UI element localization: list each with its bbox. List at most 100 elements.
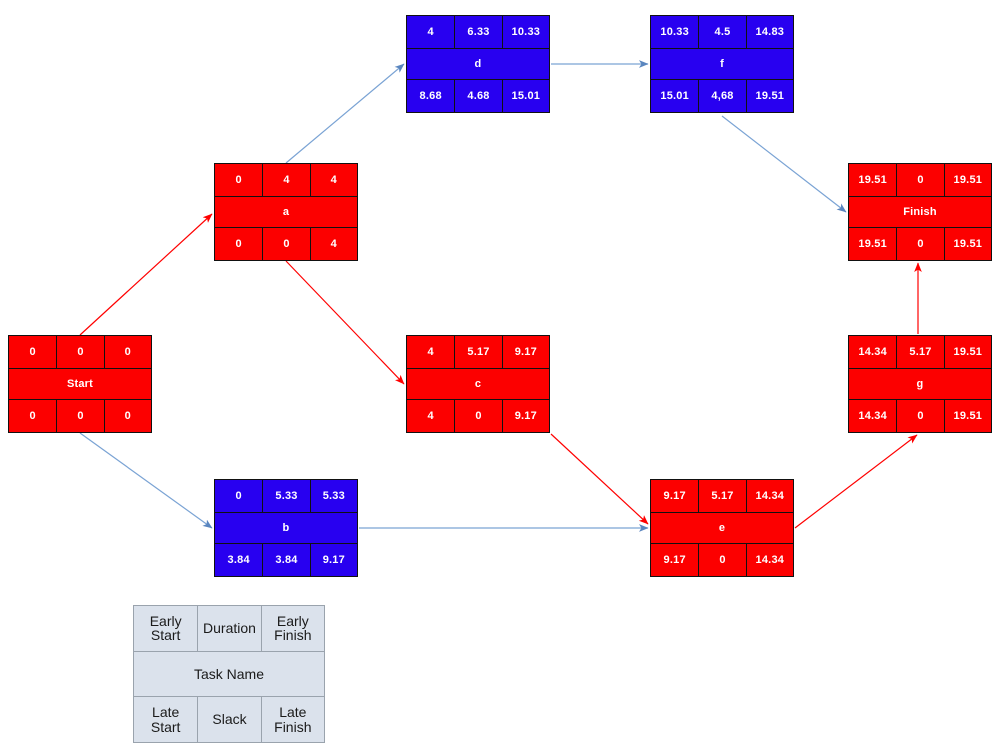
- late-finish-value: 19.51: [943, 228, 991, 260]
- duration-value: 4: [262, 164, 309, 196]
- early-start-value: 19.51: [858, 173, 887, 186]
- dependency-arrow-e-g: [794, 434, 918, 529]
- duration-value: 6.33: [454, 16, 501, 48]
- legend-row-bottom: Late Start Slack Late Finish: [134, 696, 324, 743]
- node-row-name: f: [651, 48, 793, 80]
- duration-value: 5.17: [454, 336, 501, 368]
- early-start-value: 4: [427, 345, 434, 358]
- late-start-value: 19.51: [858, 237, 887, 250]
- slack-value: 0: [454, 400, 501, 432]
- task-name-value: f: [720, 57, 724, 70]
- late-start-value: 14.34: [858, 409, 887, 422]
- late-finish-value: 19.51: [745, 80, 793, 112]
- slack-value: 0: [56, 400, 103, 432]
- node-row-name: b: [215, 512, 357, 544]
- dependency-arrow-a-c: [285, 260, 405, 385]
- early-finish-value: 5.33: [309, 480, 357, 512]
- task-name-value: Finish: [903, 205, 937, 218]
- late-finish-value: 9.17: [309, 544, 357, 576]
- duration-value: 0: [896, 164, 943, 196]
- early-start-value: 14.34: [858, 345, 887, 358]
- legend-row-middle: Task Name: [134, 650, 324, 697]
- slack-value: 0: [262, 228, 309, 260]
- early-start-value: 4: [427, 25, 434, 38]
- late-start-value: 0: [235, 237, 242, 250]
- legend-late-start: Late Start: [150, 703, 181, 735]
- early-finish-value: 14.34: [745, 480, 793, 512]
- duration-value: 0: [56, 336, 103, 368]
- late-start-value: 8.68: [419, 89, 442, 102]
- early-start-value: 0: [235, 173, 242, 186]
- late-finish-value: 9.17: [501, 400, 549, 432]
- late-finish-value: 4: [309, 228, 357, 260]
- late-start-value: 4: [427, 409, 434, 422]
- legend-slack: Slack: [197, 697, 260, 743]
- task-name-value: g: [916, 377, 924, 390]
- dependency-arrow-f-finish: [721, 115, 847, 213]
- duration-value: 5.17: [698, 480, 745, 512]
- slack-value: 0: [896, 228, 943, 260]
- legend-early-start: Early Start: [149, 612, 182, 644]
- duration-value: 5.33: [262, 480, 309, 512]
- slack-value: 0: [698, 544, 745, 576]
- late-finish-value: 14.34: [745, 544, 793, 576]
- task-name-value: c: [474, 377, 482, 390]
- node-row-name: a: [215, 196, 357, 228]
- early-start-value: 0: [29, 345, 36, 358]
- node-row-name: e: [651, 512, 793, 544]
- task-name-value: a: [282, 205, 290, 218]
- slack-value: 4.68: [454, 80, 501, 112]
- duration-value: 5.17: [896, 336, 943, 368]
- node-row-name: Finish: [849, 196, 991, 228]
- legend-late-finish: Late Finish: [260, 697, 324, 743]
- late-finish-value: 19.51: [943, 400, 991, 432]
- node-row-name: g: [849, 368, 991, 400]
- node-row-name: c: [407, 368, 549, 400]
- early-start-value: 9.17: [663, 489, 686, 502]
- task-name-value: e: [718, 521, 726, 534]
- task-name-value: d: [474, 57, 482, 70]
- dependency-arrow-start-b: [79, 432, 213, 529]
- legend-box: Early Start Duration Early Finish Task N…: [133, 605, 325, 743]
- late-finish-value: 0: [103, 400, 151, 432]
- early-finish-value: 10.33: [501, 16, 549, 48]
- slack-value: 0: [896, 400, 943, 432]
- slack-value: 4,68: [698, 80, 745, 112]
- early-finish-value: 19.51: [943, 336, 991, 368]
- late-start-value: 0: [29, 409, 36, 422]
- duration-value: 4.5: [698, 16, 745, 48]
- early-finish-value: 19.51: [943, 164, 991, 196]
- legend-task-name: Task Name: [193, 665, 265, 682]
- early-finish-value: 4: [309, 164, 357, 196]
- early-start-value: 0: [235, 489, 242, 502]
- dependency-arrow-start-a: [79, 213, 213, 336]
- late-start-value: 15.01: [660, 89, 689, 102]
- slack-value: 3.84: [262, 544, 309, 576]
- early-finish-value: 9.17: [501, 336, 549, 368]
